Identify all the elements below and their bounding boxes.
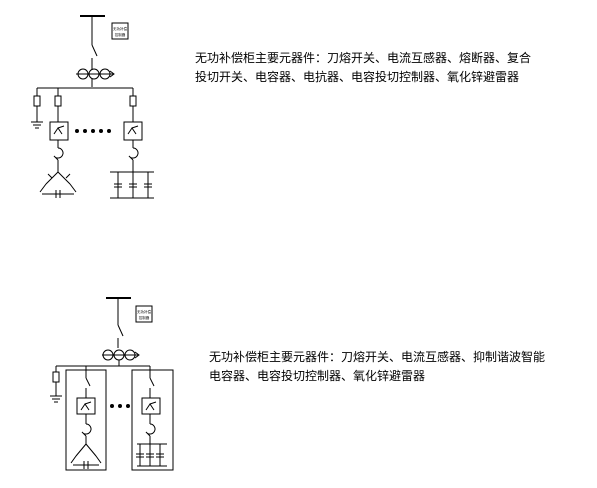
controller-meter-1 xyxy=(111,22,129,40)
diagram-2-description: 无功补偿柜主要元器件：刀熔开关、电流互感器、抑制谐波智能电容器、电容投切控制器、… xyxy=(209,350,546,383)
star-capacitor-icon xyxy=(136,443,167,467)
surge-arrester-1 xyxy=(31,88,43,129)
wiring-diagram-1: 无功补偿 控制器 xyxy=(31,15,154,199)
reactor-icon xyxy=(81,423,92,437)
delta-capacitor-icon xyxy=(39,171,77,195)
meter-label-line1: 无功补偿 xyxy=(137,309,151,314)
reactor-icon xyxy=(145,423,156,437)
star-capacitor-icon xyxy=(110,171,154,199)
reactor-icon xyxy=(128,147,139,161)
surge-arrester-2 xyxy=(50,366,62,403)
knife-fuse-switch-2 xyxy=(117,324,124,337)
meter-label-line1: 无功补偿 xyxy=(113,26,127,31)
capacitor-branch-right-1 xyxy=(110,88,154,199)
compound-switch-icon xyxy=(49,121,69,141)
capacitor-branch-left-2 xyxy=(70,366,102,469)
smart-capacitor-box-left xyxy=(65,369,107,471)
fuse-icon xyxy=(54,95,62,107)
current-transformers-1 xyxy=(76,68,115,80)
current-transformers-2 xyxy=(102,349,140,361)
meter-label-line2: 控制器 xyxy=(139,315,150,320)
compound-switch-icon xyxy=(141,397,161,415)
smart-capacitor-box-right xyxy=(131,369,174,471)
diagram-1-description: 无功补偿柜主要元器件：刀熔开关、电流互感器、熔断器、复合投切开关、电容器、电抗器… xyxy=(195,51,532,84)
fuse-icon xyxy=(129,95,137,107)
reactor-icon xyxy=(53,147,64,161)
capacitor-branch-left-1 xyxy=(39,88,77,198)
compound-switch-icon xyxy=(76,397,96,415)
controller-meter-2 xyxy=(135,305,153,323)
delta-capacitor-icon xyxy=(70,443,102,466)
knife-fuse-switch-1 xyxy=(91,44,98,57)
capacitor-branch-right-2 xyxy=(136,366,167,467)
ellipsis-dots-2 xyxy=(110,404,130,408)
ellipsis-dots-1 xyxy=(75,129,111,133)
compound-switch-icon xyxy=(123,121,143,141)
meter-label-line2: 控制器 xyxy=(115,32,126,37)
